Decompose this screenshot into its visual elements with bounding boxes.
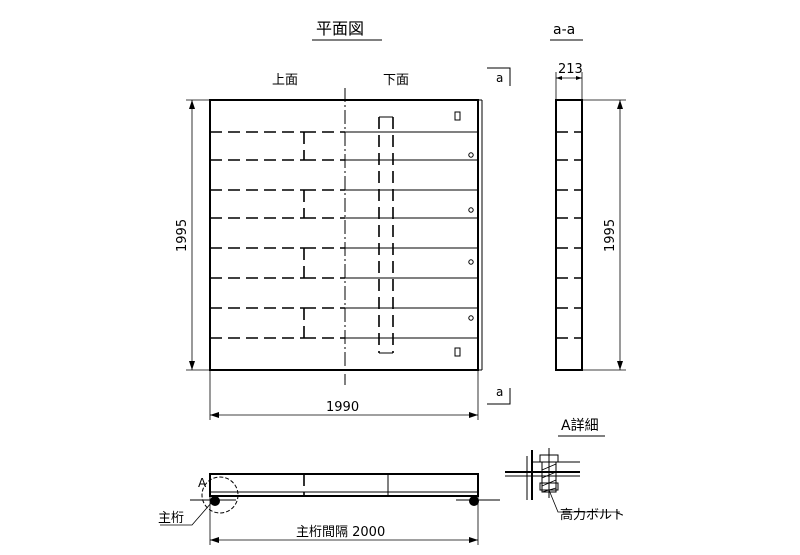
section-width-value: 213 [558, 62, 583, 77]
girder-spacing-value: 主桁間隔 2000 [296, 525, 385, 540]
section-ribs [556, 131, 582, 339]
bolt-label: 高力ボルト [560, 507, 625, 523]
elevation-view: A 主桁 [158, 473, 500, 526]
top-face-label: 上面 [272, 73, 298, 88]
girder-spacing-dimension: 主桁間隔 2000 [209, 496, 479, 545]
bolt-leader [548, 489, 620, 513]
section-mark-bottom-label: a [496, 385, 503, 399]
detail-title: A詳細 [561, 418, 599, 434]
section-mark-top: a [487, 67, 511, 86]
solid-slats [345, 131, 478, 339]
plan-width-value: 1990 [326, 400, 359, 415]
detail-a-view: 高力ボルト [505, 448, 625, 523]
section-mark-top-label: a [496, 71, 503, 85]
section-view [555, 99, 583, 371]
center-bar [378, 116, 394, 354]
plan-view-title: 平面図 [316, 19, 364, 38]
bolt-holes [454, 111, 474, 357]
section-height-dimension: 1995 [582, 99, 626, 371]
plan-height-dimension: 1995 [175, 99, 210, 371]
detail-callout-circle [201, 476, 239, 514]
bolt-right [469, 496, 479, 506]
dashed-slats [210, 131, 345, 339]
main-girder-label: 主桁 [158, 511, 184, 526]
section-view-title: a-a [553, 22, 575, 38]
main-girder-leader [160, 501, 213, 526]
plan-height-value: 1995 [175, 219, 190, 252]
section-width-dimension: 213 [555, 62, 583, 100]
section-outline [555, 99, 583, 371]
bolt-left [210, 496, 220, 506]
plan-view: a a [209, 67, 511, 405]
section-mark-bottom: a [487, 385, 511, 405]
plan-width-dimension: 1990 [209, 370, 479, 420]
elevation-outline [209, 473, 479, 497]
bottom-face-label: 下面 [383, 73, 409, 88]
section-height-value: 1995 [603, 219, 618, 252]
detail-callout-label: A [198, 476, 207, 490]
plan-outline [209, 99, 479, 371]
